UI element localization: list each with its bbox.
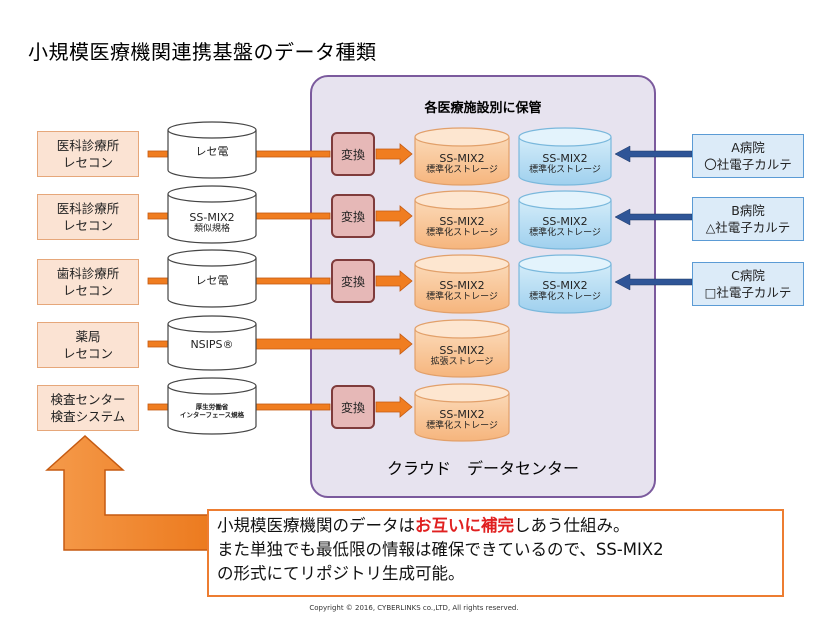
source-2-line2: レセコン	[62, 218, 113, 233]
cloud-header: 各医療施設別に保管	[424, 101, 542, 116]
source-1-line2: レセコン	[62, 155, 113, 170]
source-2-line1: 医科診療所	[56, 201, 120, 216]
storage-5-line1: SS-MIX2	[439, 408, 485, 421]
source-box-5: 検査センター 検査システム	[37, 385, 139, 431]
hospital-box-a: A病院 〇社電子カルテ	[692, 134, 804, 178]
hospital-b-system: △社電子カルテ	[705, 220, 791, 235]
storage-1-line2: 標準化ストレージ	[426, 165, 498, 175]
hospital-a-name: A病院	[731, 140, 765, 155]
storage-label-4: SS-MIX2 拡張ストレージ	[415, 344, 509, 368]
storage-2-line2: 標準化ストレージ	[426, 228, 498, 238]
hospital-c-system: □社電子カルテ	[704, 285, 792, 300]
hospital-storage-cylinder-1	[518, 127, 612, 186]
summary-note: 小規模医療機関のデータはお互いに補完しあう仕組み。 また単独でも最低限の情報は確…	[207, 509, 784, 597]
storage-cylinder-4	[414, 319, 510, 378]
storage-cylinder-2	[414, 190, 510, 250]
format-label-4: NSIPS®	[168, 338, 256, 351]
source-3-line1: 歯科診療所	[56, 266, 120, 281]
hospital-storage-cylinders	[518, 127, 612, 314]
source-box-3: 歯科診療所 レセコン	[37, 259, 139, 305]
hospital-b-name: B病院	[731, 203, 765, 218]
storage-cylinder-5	[414, 383, 510, 442]
storage-4-line1: SS-MIX2	[439, 344, 485, 357]
hospital-storage-1-line2: 標準化ストレージ	[529, 165, 601, 175]
hospital-storage-label-3: SS-MIX2 標準化ストレージ	[519, 279, 611, 303]
format-cylinder-4	[167, 315, 257, 371]
source-4-line2: レセコン	[62, 346, 113, 361]
cloud-footer: クラウド データセンター	[386, 459, 579, 478]
page-title: 小規模医療機関連携基盤のデータ種類	[28, 40, 377, 64]
convert-box-1: 変換	[331, 132, 375, 176]
hospital-box-b: B病院 △社電子カルテ	[692, 197, 804, 241]
hospital-storage-label-2: SS-MIX2 標準化ストレージ	[519, 215, 611, 239]
source-5-line1: 検査センター	[50, 392, 126, 407]
complement-arrow	[45, 434, 213, 551]
storage-cylinder-1	[414, 127, 510, 186]
hospital-c-name: C病院	[731, 268, 765, 283]
hospital-storage-3-line2: 標準化ストレージ	[529, 292, 601, 302]
hospital-box-c: C病院 □社電子カルテ	[692, 262, 804, 306]
row-4-arrows	[147, 333, 413, 355]
format-4-line1: NSIPS®	[190, 338, 234, 351]
storage-2-line1: SS-MIX2	[439, 215, 485, 228]
note-line-2: また単独でも最低限の情報は確保できているので、SS-MIX2	[217, 540, 664, 559]
source-1-line1: 医科診療所	[56, 138, 120, 153]
source-box-1: 医科診療所 レセコン	[37, 131, 139, 177]
storage-4-line2: 拡張ストレージ	[430, 357, 494, 367]
format-label-3: レセ電	[168, 274, 256, 287]
hospital-storage-3-line1: SS-MIX2	[542, 279, 588, 292]
storage-label-1: SS-MIX2 標準化ストレージ	[415, 152, 509, 176]
hospital-storage-cylinder-3	[518, 254, 612, 314]
note-part1: 小規模医療機関のデータは	[217, 516, 415, 535]
hospital-storage-cylinder-2	[518, 190, 612, 250]
row-5-arrows	[147, 396, 413, 418]
storage-5-line2: 標準化ストレージ	[426, 421, 498, 431]
storage-1-line1: SS-MIX2	[439, 152, 485, 165]
format-5-line1: 厚生労働省	[195, 403, 229, 411]
storage-3-line2: 標準化ストレージ	[426, 292, 498, 302]
format-2-line2: 類似規格	[193, 224, 230, 234]
format-label-5: 厚生労働省 インターフェース規格	[168, 403, 256, 419]
hospital-storage-2-line1: SS-MIX2	[542, 215, 588, 228]
copyright: Copyright © 2016, CYBERLINKS co.,LTD, Al…	[309, 604, 519, 612]
format-cylinder-5	[167, 377, 257, 435]
format-cylinder-2	[167, 185, 257, 244]
hospital-arrows	[614, 145, 693, 291]
hospital-a-system: 〇社電子カルテ	[704, 157, 792, 172]
storage-cylinder-3	[414, 254, 510, 314]
storage-label-5: SS-MIX2 標準化ストレージ	[415, 408, 509, 432]
format-cylinders	[167, 121, 257, 435]
format-3-line1: レセ電	[195, 274, 229, 287]
format-label-2: SS-MIX2 類似規格	[168, 211, 256, 235]
note-highlight: お互いに補完	[415, 516, 514, 535]
note-part2: しあう仕組み。	[514, 516, 630, 535]
convert-box-4: 変換	[331, 385, 375, 429]
convert-box-3: 変換	[331, 259, 375, 303]
format-5-line2: インターフェース規格	[179, 411, 245, 419]
format-2-line1: SS-MIX2	[189, 211, 235, 224]
format-1-line1: レセ電	[195, 145, 229, 158]
hospital-storage-label-1: SS-MIX2 標準化ストレージ	[519, 152, 611, 176]
storage-label-2: SS-MIX2 標準化ストレージ	[415, 215, 509, 239]
format-label-1: レセ電	[168, 145, 256, 158]
source-box-4: 薬局 レセコン	[37, 322, 139, 368]
storage-3-line1: SS-MIX2	[439, 279, 485, 292]
hospital-storage-1-line1: SS-MIX2	[542, 152, 588, 165]
convert-box-2: 変換	[331, 194, 375, 238]
storage-cylinders	[414, 127, 510, 442]
format-cylinder-1	[167, 121, 257, 179]
note-line-1: 小規模医療機関のデータはお互いに補完しあう仕組み。	[217, 514, 774, 538]
source-4-line1: 薬局	[75, 329, 101, 344]
source-5-line2: 検査システム	[50, 409, 126, 424]
format-cylinder-3	[167, 249, 257, 308]
note-line-3: の形式にてリポジトリ生成可能。	[217, 564, 465, 583]
source-box-2: 医科診療所 レセコン	[37, 194, 139, 240]
storage-label-3: SS-MIX2 標準化ストレージ	[415, 279, 509, 303]
source-3-line2: レセコン	[62, 283, 113, 298]
hospital-storage-2-line2: 標準化ストレージ	[529, 228, 601, 238]
